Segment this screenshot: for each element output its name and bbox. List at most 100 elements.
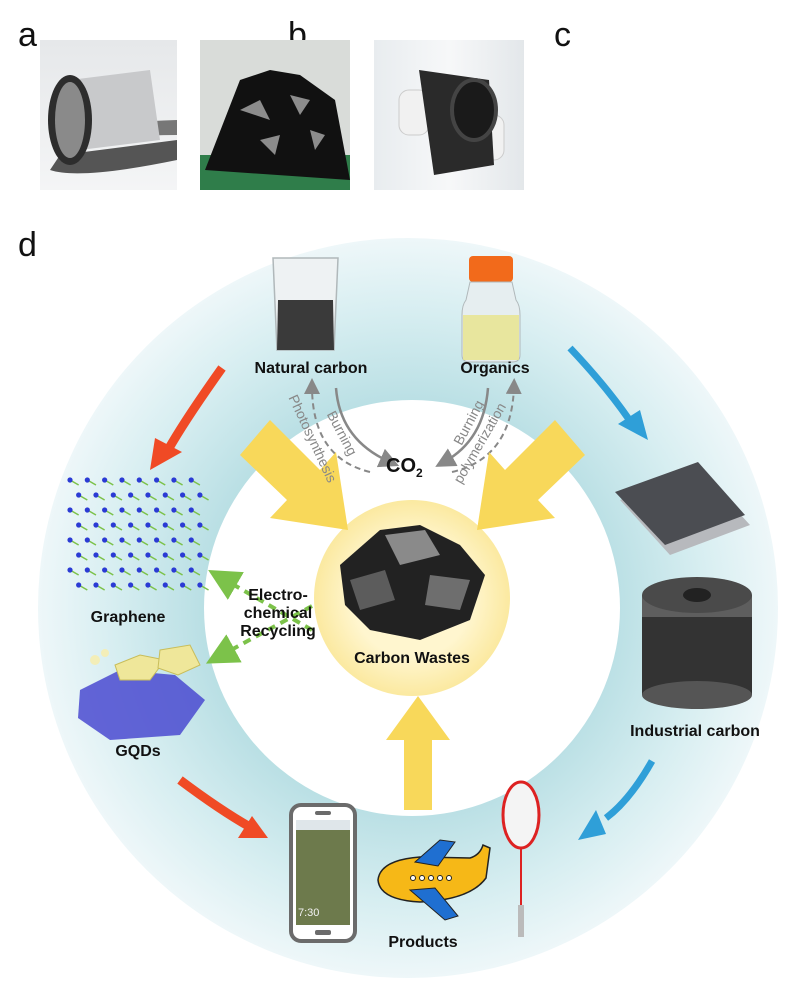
- recycling-line-2: chemical: [243, 605, 313, 622]
- red-arrow-to-graphene: [150, 365, 226, 470]
- graphene-atom: [93, 492, 99, 498]
- gqds-icon: [78, 644, 205, 740]
- photo-rolled-carbon-sheet: [40, 40, 177, 190]
- graphene-atom: [154, 507, 160, 513]
- graphene-atom: [136, 537, 142, 543]
- burning-arrow-left: [334, 387, 400, 468]
- yellow-arrow-bottom: [386, 696, 450, 810]
- graphene-atom: [188, 567, 194, 573]
- recycling-arrow-to-graphene: [208, 569, 314, 632]
- graphene-atom: [128, 552, 134, 558]
- graphene-atom: [67, 507, 73, 513]
- graphene-atom: [67, 537, 73, 543]
- graphene-atom: [154, 567, 160, 573]
- graphite-wheel-icon: [642, 577, 752, 709]
- carbon-waste-pile-icon: [340, 525, 485, 640]
- graphene-atom: [76, 582, 82, 588]
- graphene-atom: [128, 522, 134, 528]
- graphene-atom: [84, 567, 90, 573]
- phone-clock: 7:30: [298, 907, 320, 919]
- graphene-atom: [110, 522, 116, 528]
- airplane-icon: [377, 839, 491, 921]
- graphene-atom: [119, 537, 125, 543]
- graphene-atom: [197, 492, 203, 498]
- graphene-atom: [110, 492, 116, 498]
- graphene-atom: [102, 537, 108, 543]
- graphene-atom: [93, 552, 99, 558]
- graphene-atom: [76, 522, 82, 528]
- graphene-atom: [145, 582, 151, 588]
- co2-main: CO: [386, 455, 416, 477]
- graphene-atom: [76, 552, 82, 558]
- graphene-atom: [179, 552, 186, 558]
- photosynthesis-arrow-left: [304, 378, 371, 473]
- burning-arrow-right: [435, 387, 490, 467]
- yellow-arrow-top-left: [240, 420, 348, 530]
- graphene-atom: [197, 522, 203, 528]
- industrial-carbon-label: Industrial carbon: [630, 723, 760, 740]
- polymerization-arrow-right: [451, 378, 522, 473]
- carbon-paper-icon: [615, 462, 750, 555]
- graphene-atom: [102, 477, 108, 483]
- co2-subscript: 2: [416, 466, 423, 480]
- graphene-atom: [93, 522, 99, 528]
- panel-letter-c: c: [554, 16, 571, 54]
- carbon-wastes-label: Carbon Wastes: [354, 650, 470, 667]
- photo-carbon-waste-pile: [200, 40, 350, 190]
- graphene-atom: [179, 582, 186, 588]
- photo-carbon-roll-gloves: [374, 40, 524, 190]
- co2-label: CO2: [386, 455, 423, 480]
- graphene-atom: [84, 477, 90, 483]
- graphene-atom: [136, 507, 142, 513]
- natural-carbon-label: Natural carbon: [254, 360, 368, 377]
- graphene-atom: [162, 552, 168, 558]
- graphene-atom: [119, 567, 125, 573]
- graphene-atom: [84, 507, 90, 513]
- graphene-atom: [145, 492, 151, 498]
- graphene-label: Graphene: [90, 609, 166, 626]
- graphene-atom: [188, 507, 194, 513]
- graphene-atom: [102, 507, 108, 513]
- red-arrow-to-products: [177, 776, 268, 838]
- panel-letter-d: d: [18, 226, 37, 264]
- graphene-atom: [162, 582, 168, 588]
- graphene-lattice-icon: [67, 477, 209, 591]
- graphene-atom: [188, 537, 194, 543]
- badminton-racket-icon: [501, 780, 541, 937]
- graphene-atom: [84, 537, 90, 543]
- blue-arrow-to-products: [578, 759, 656, 840]
- graphene-atom: [197, 582, 203, 588]
- graphene-atom: [110, 582, 116, 588]
- graphene-atom: [145, 552, 151, 558]
- graphene-atom: [154, 477, 160, 483]
- bottle-icon: [461, 256, 521, 363]
- recycling-line-1: Electro-: [248, 587, 308, 604]
- graphene-atom: [188, 477, 194, 483]
- graphene-atom: [67, 477, 73, 483]
- graphene-atom: [162, 522, 168, 528]
- gqds-label: GQDs: [115, 743, 161, 760]
- phone-icon: [289, 803, 357, 943]
- panel-letter-a: a: [18, 16, 37, 54]
- graphene-atom: [162, 492, 168, 498]
- graphene-atom: [110, 552, 116, 558]
- graphene-atom: [93, 582, 99, 588]
- graphene-atom: [171, 507, 177, 513]
- graphene-atom: [136, 567, 142, 573]
- graphene-atom: [76, 492, 82, 498]
- blue-arrow-to-industrial: [567, 345, 648, 440]
- products-label: Products: [388, 934, 458, 951]
- beaker-icon: [272, 257, 339, 351]
- graphene-atom: [145, 522, 151, 528]
- recycling-line-3: Recycling: [240, 623, 316, 640]
- graphene-atom: [102, 567, 108, 573]
- graphene-atom: [154, 537, 160, 543]
- graphene-atom: [119, 507, 125, 513]
- graphene-atom: [171, 537, 177, 543]
- yellow-arrow-top-right: [477, 420, 585, 530]
- graphene-atom: [119, 477, 125, 483]
- graphene-atom: [67, 567, 73, 573]
- graphene-atom: [197, 552, 203, 558]
- graphene-atom: [136, 477, 142, 483]
- recycling-arrow-to-gqds: [205, 604, 313, 664]
